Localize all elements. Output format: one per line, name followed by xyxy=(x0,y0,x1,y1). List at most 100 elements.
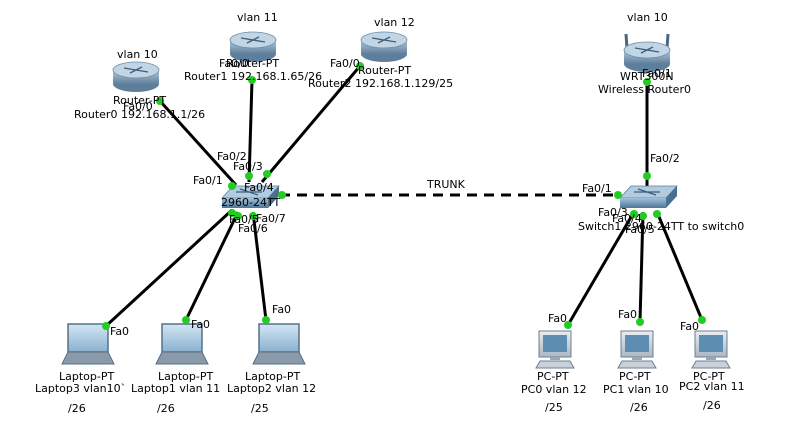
wireless-router0[interactable] xyxy=(623,33,671,72)
laptop2-name-label: Laptop2 vlan 12 xyxy=(227,382,316,395)
pc2[interactable] xyxy=(691,330,731,369)
laptop1[interactable] xyxy=(155,323,209,365)
laptop1-name-label: Laptop1 vlan 11 xyxy=(131,382,220,395)
router2[interactable] xyxy=(360,31,408,62)
router0-name-label: Router0 192.168.1.1/26 xyxy=(74,108,205,121)
link-pc1-switch1[interactable] xyxy=(638,211,645,323)
router1-name-label: Router1 192.168.1.65/26 xyxy=(184,70,322,83)
port-dot xyxy=(630,210,638,218)
router1-port-label: Fa0/0 xyxy=(219,57,249,70)
port-dot xyxy=(564,321,572,329)
switch0-port-fa0-3: Fa0/3 xyxy=(233,160,263,173)
router0-type-label: Router-PT xyxy=(113,94,166,107)
port-dot xyxy=(614,191,622,199)
switch1-port-fa0-3: Fa0/3 xyxy=(598,206,628,219)
router-arrows-icon xyxy=(371,36,397,44)
link-pc0-switch1[interactable] xyxy=(566,211,636,326)
laptop3-port-label: Fa0 xyxy=(110,325,129,338)
laptop2[interactable] xyxy=(252,323,306,365)
switch-arrows-icon xyxy=(236,188,262,196)
switch1-port-fa0-1: Fa0/1 xyxy=(582,182,612,195)
router0-vlan-label: vlan 10 xyxy=(117,48,158,61)
port-dot xyxy=(636,318,644,326)
pc0[interactable] xyxy=(535,330,575,369)
switch0[interactable] xyxy=(221,185,280,208)
router2-port-label: Fa0/0 xyxy=(330,57,360,70)
switch0-port-fa0-5: Fa0/5 xyxy=(229,213,259,226)
laptop2-type-label: Laptop-PT xyxy=(245,370,300,383)
port-dot xyxy=(263,170,271,178)
pc1-port-label: Fa0 xyxy=(618,308,637,321)
trunk-label: TRUNK xyxy=(426,178,466,191)
laptop1-type-label: Laptop-PT xyxy=(158,370,213,383)
pc2-prefix-label: /26 xyxy=(703,399,721,412)
port-dot xyxy=(228,182,236,190)
router-arrows-icon xyxy=(240,36,266,44)
port-dot xyxy=(698,316,706,324)
laptop3-prefix-label: /26 xyxy=(68,402,86,415)
laptop2-port-label: Fa0 xyxy=(272,303,291,316)
link-laptop2-switch0[interactable] xyxy=(251,211,268,321)
pc2-name-label: PC2 vlan 11 xyxy=(679,380,745,393)
port-dot xyxy=(228,209,236,217)
port-dot xyxy=(156,97,164,105)
switch0-name-label: 2960-24TT xyxy=(221,196,280,209)
port-indicators xyxy=(102,62,706,330)
laptop3-name-label: Laptop3 vlan10` xyxy=(35,382,126,395)
pc0-type-label: PC-PT xyxy=(537,370,569,383)
switch1-port-fa0-5: Fa0/5 xyxy=(625,223,655,236)
wireless-type-label: WRT300N xyxy=(620,70,674,83)
laptop1-port-label: Fa0 xyxy=(191,318,210,331)
pc2-port-label: Fa0 xyxy=(680,320,699,333)
port-dot xyxy=(245,172,253,180)
router1-type-label: Router-PT xyxy=(226,57,279,70)
link-pc2-switch1[interactable] xyxy=(655,211,704,321)
wireless-port-label: Fa0/1 xyxy=(642,67,672,80)
router2-type-label: Router-PT xyxy=(358,64,411,77)
laptop3-type-label: Laptop-PT xyxy=(59,370,114,383)
laptop2-prefix-label: /25 xyxy=(251,402,269,415)
router0[interactable] xyxy=(112,61,160,92)
switch-arrows-icon xyxy=(634,188,660,196)
laptop3[interactable] xyxy=(61,323,115,365)
wireless-arrows-icon xyxy=(634,46,660,54)
port-dot xyxy=(234,212,242,220)
router1[interactable] xyxy=(229,31,277,62)
pc1-name-label: PC1 vlan 10 xyxy=(603,383,669,396)
router2-name-label: Router2 192.168.1.129/25 xyxy=(308,77,453,90)
switch0-port-fa0-4: Fa0/4 xyxy=(244,181,274,194)
link-router2-switch0[interactable] xyxy=(260,65,362,183)
port-dot xyxy=(182,316,190,324)
router-arrows-icon xyxy=(123,66,149,74)
link-router1-switch0[interactable] xyxy=(247,79,254,183)
router0-port-label: Fa0/0 xyxy=(123,100,153,113)
port-dot xyxy=(643,172,651,180)
port-dot xyxy=(262,316,270,324)
switch1-port-fa0-2: Fa0/2 xyxy=(650,152,680,165)
link-laptop3-switch0[interactable] xyxy=(104,208,234,328)
router2-vlan-label: vlan 12 xyxy=(374,16,415,29)
port-dot xyxy=(356,62,364,70)
port-dot xyxy=(653,210,661,218)
port-dot xyxy=(249,212,257,220)
port-dot xyxy=(639,212,647,220)
link-router0-switch0[interactable] xyxy=(158,99,238,187)
pc1[interactable] xyxy=(617,330,657,369)
pc0-port-label: Fa0 xyxy=(548,312,567,325)
switch0-port-fa0-2: Fa0/2 xyxy=(217,150,247,163)
links xyxy=(104,65,704,328)
pc1-type-label: PC-PT xyxy=(619,370,651,383)
switch1-port-fa0-4: Fa0/4 xyxy=(612,212,642,225)
pc0-prefix-label: /25 xyxy=(545,401,563,414)
pc1-prefix-label: /26 xyxy=(630,401,648,414)
link-laptop1-switch0[interactable] xyxy=(184,211,240,321)
switch0-port-fa0-6: Fa0/6 xyxy=(238,222,268,235)
switch1-name-label: Switch1 2960-24TT to switch0 xyxy=(578,220,744,233)
laptop1-prefix-label: /26 xyxy=(157,402,175,415)
port-dot xyxy=(102,322,110,330)
switch0-port-fa0-7: Fa0/7 xyxy=(256,212,286,225)
wireless-name-label: Wireless Router0 xyxy=(598,83,691,96)
switch1[interactable] xyxy=(619,185,678,208)
